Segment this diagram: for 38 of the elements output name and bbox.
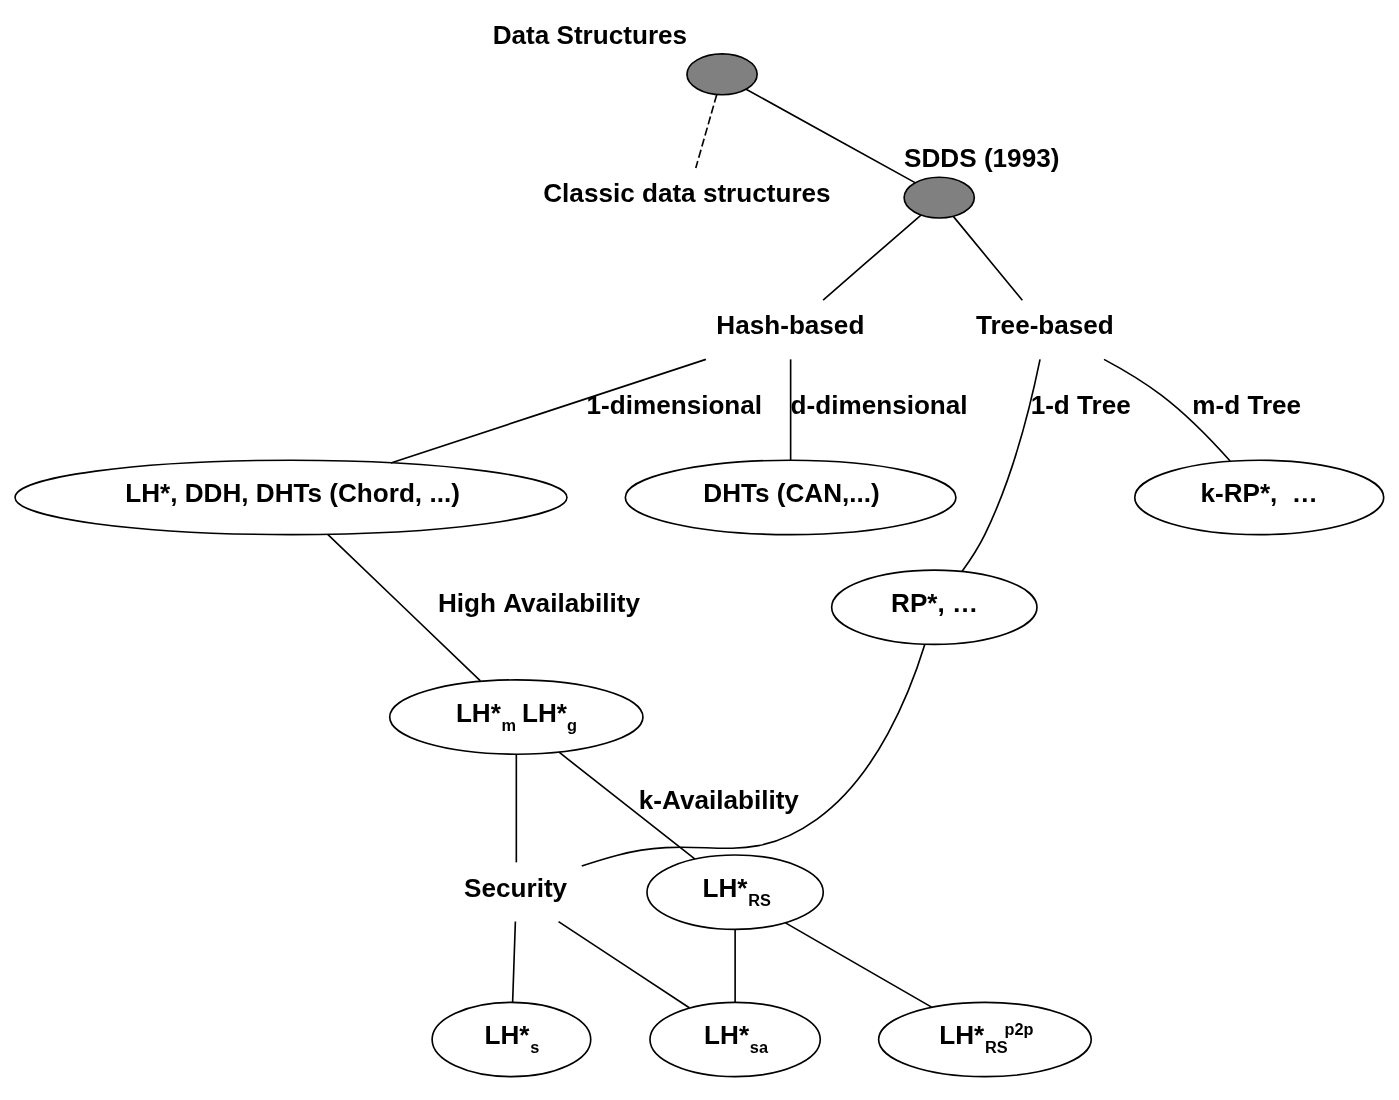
- edge-label: 1-dimensional: [586, 389, 763, 420]
- node-ellipse: RP*, …: [830, 568, 1038, 645]
- connector: [694, 93, 718, 169]
- node-label: SDDS (1993): [904, 142, 1060, 173]
- node-text: Classic data structures: [543, 177, 831, 208]
- node-ellipse: DHTs (CAN,...): [624, 458, 957, 535]
- connector: [515, 752, 518, 863]
- edge-label: d-dimensional: [790, 389, 968, 420]
- node-ellipse: LH*$_{s}$: [431, 1001, 592, 1077]
- node-ellipse: [903, 175, 976, 219]
- connector: [580, 643, 926, 867]
- edge-label: m-d Tree: [1192, 389, 1302, 420]
- node-ellipse: LH*, DDH, DHTs (Chord, ...): [14, 458, 568, 535]
- node-label: Data Structures: [492, 19, 688, 50]
- connector: [961, 358, 1041, 572]
- connector: [390, 358, 707, 464]
- connector: [557, 920, 691, 1008]
- connector: [822, 213, 922, 301]
- connector: [734, 928, 736, 1003]
- node-ellipse: LH*$_{sa}$: [649, 1001, 822, 1077]
- connector: [952, 215, 1024, 301]
- node-ellipse: LH*$_{RS}$: [646, 853, 825, 930]
- node-ellipse: [686, 52, 758, 96]
- node-ellipse: k-RP*, …: [1133, 458, 1385, 535]
- connector: [511, 920, 517, 1003]
- edge-label: 1-d Tree: [1030, 389, 1131, 420]
- connector: [1103, 358, 1231, 462]
- connector: [789, 358, 792, 461]
- node-ellipse: LH*$_{m}$ LH*$_{g}$: [388, 678, 644, 755]
- node-text: Security: [464, 872, 568, 903]
- connector: [326, 532, 482, 682]
- node-text: Hash-based: [716, 309, 865, 340]
- connector: [784, 921, 933, 1008]
- connector: [745, 87, 916, 183]
- edge-label: High Availability: [437, 587, 641, 618]
- connector: [558, 750, 696, 860]
- node-text: Tree-based: [975, 309, 1114, 340]
- edge-label: k-Availability: [638, 784, 799, 815]
